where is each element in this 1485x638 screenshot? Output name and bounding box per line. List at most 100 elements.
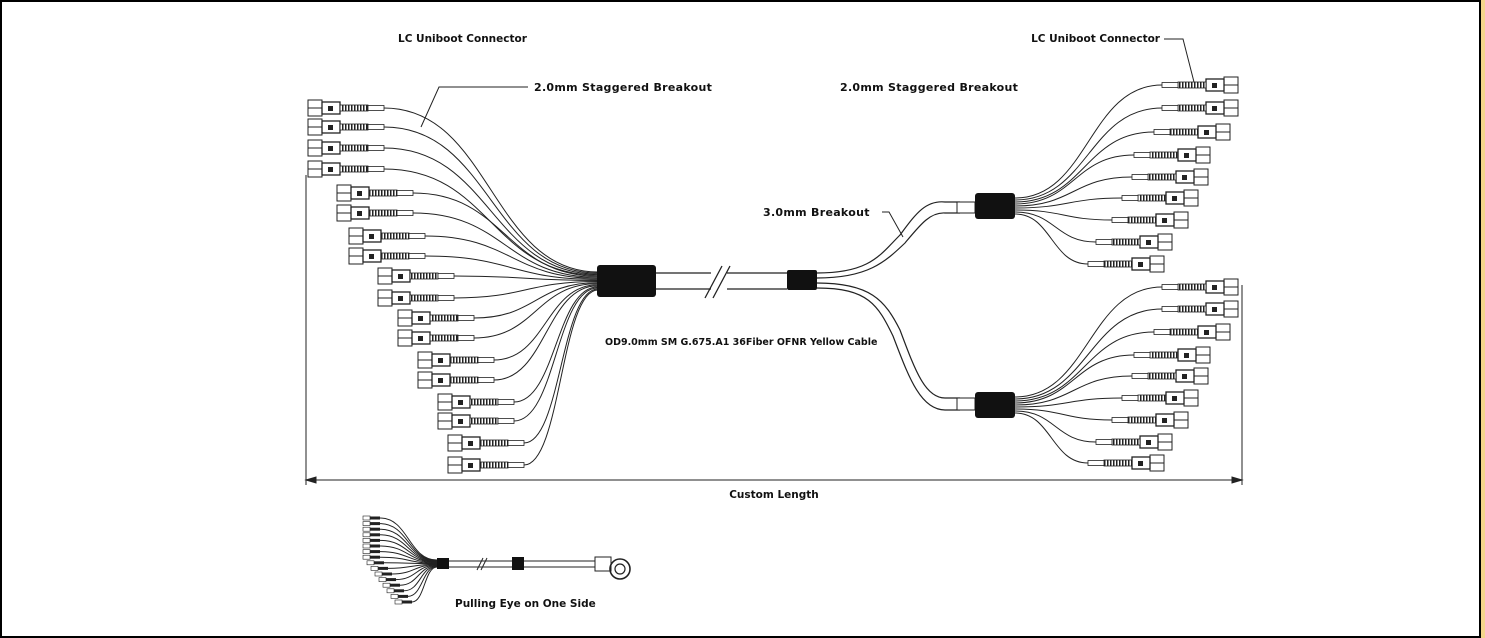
lc-uniboot-connector: [307, 160, 385, 178]
lc-uniboot-connector: [1121, 389, 1199, 407]
fiber-strand: [1014, 408, 1113, 421]
lc-uniboot-connector: [307, 139, 385, 157]
mini-connector: [366, 560, 375, 566]
fiber-strand: [411, 566, 438, 603]
fiber-strand: [1014, 375, 1133, 406]
mini-connector-boot: [370, 538, 380, 542]
fiber-strand: [383, 126, 599, 274]
fiber-strand: [1014, 213, 1089, 265]
label-staggered-breakout-right: 2.0mm Staggered Breakout: [840, 81, 1018, 94]
fiber-strand: [1014, 397, 1123, 408]
left-furcation-body: [597, 265, 656, 297]
fiber-strand: [453, 281, 599, 299]
lc-uniboot-connector: [336, 204, 414, 222]
lc-uniboot-connector: [1131, 168, 1209, 186]
mini-connector-boot: [370, 544, 380, 548]
mini-connector: [382, 582, 391, 588]
lc-uniboot-connector: [1153, 123, 1231, 141]
lc-uniboot-connector: [1111, 411, 1189, 429]
right-fiber-fanout: [1014, 76, 1239, 472]
lc-uniboot-connector: [397, 329, 475, 347]
pulling-eye-ring: [609, 558, 631, 580]
fiber-strand: [473, 283, 599, 339]
lc-uniboot-connector: [437, 393, 515, 411]
mini-connector-boot: [370, 516, 380, 520]
label-pulling-eye: Pulling Eye on One Side: [455, 598, 596, 610]
mini-connector: [386, 588, 395, 594]
mini-connector-boot: [370, 555, 380, 559]
mini-connector-boot: [374, 561, 384, 565]
cable-break-mark: [704, 265, 731, 299]
custom-length-dimension: [304, 175, 1244, 485]
label-custom-length: Custom Length: [729, 489, 819, 501]
mini-connector-boot: [370, 527, 380, 531]
mini-connector-boot: [386, 578, 396, 582]
fiber-strand: [513, 286, 599, 403]
fiber-strand: [1014, 84, 1163, 199]
mini-connector: [362, 532, 371, 538]
fiber-strand: [493, 284, 599, 361]
fiber-strand: [1014, 286, 1163, 398]
lc-uniboot-connector: [1133, 346, 1211, 364]
lc-uniboot-connector: [1161, 300, 1239, 318]
mini-connector: [362, 543, 371, 549]
fiber-strand: [391, 564, 438, 575]
fiber-strand: [383, 107, 599, 273]
mini-connector-boot: [394, 589, 404, 593]
fiber-strand: [383, 147, 599, 275]
left-fiber-fanout: [307, 99, 599, 474]
label-lc-uniboot-right: LC Uniboot Connector: [1031, 33, 1161, 45]
lc-uniboot-connector: [1095, 433, 1173, 451]
lc-uniboot-connector: [377, 289, 455, 307]
right-lower-furcation-body: [975, 392, 1015, 418]
mini-connector: [394, 599, 403, 605]
fiber-strand: [1014, 410, 1097, 443]
lc-uniboot-connector: [1087, 454, 1165, 472]
fiber-strand: [1014, 211, 1097, 243]
mini-connector: [362, 549, 371, 554]
fiber-strand: [523, 288, 599, 444]
leader-lines: [420, 38, 1195, 238]
fiber-strand: [1014, 197, 1123, 209]
lc-uniboot-connector: [1131, 367, 1209, 385]
thumbnail-furcation: [437, 558, 449, 569]
lc-uniboot-connector: [377, 267, 455, 285]
mini-connector: [362, 515, 371, 521]
label-lc-uniboot-left: LC Uniboot Connector: [398, 33, 528, 45]
fiber-strand: [412, 192, 599, 277]
fiber-strand: [379, 556, 438, 564]
mini-connector: [390, 594, 399, 599]
mini-connector-boot: [398, 594, 408, 598]
lc-uniboot-connector: [307, 118, 385, 136]
lc-uniboot-connector: [348, 227, 426, 245]
mini-connector-boot: [382, 572, 392, 576]
mini-connector: [362, 526, 371, 532]
pulling-eye-thumbnail: [362, 515, 631, 605]
fiber-strand: [1014, 209, 1113, 221]
cable-split-body: [787, 270, 817, 290]
mini-connector: [378, 577, 387, 582]
mini-connector: [362, 554, 371, 560]
lc-uniboot-connector: [447, 456, 525, 474]
mini-connector: [374, 571, 383, 577]
lc-uniboot-connector: [1161, 99, 1239, 117]
mini-connector: [362, 538, 371, 543]
fiber-strand: [379, 523, 438, 561]
fiber-strand: [473, 282, 599, 319]
lc-uniboot-connector: [307, 99, 385, 117]
right-upper-furcation-body: [975, 193, 1015, 219]
fiber-strand: [387, 563, 438, 569]
mini-connector-boot: [378, 566, 388, 570]
fiber-strand: [1014, 331, 1155, 402]
mini-connector-boot: [370, 522, 380, 526]
fiber-strand: [424, 235, 599, 279]
fiber-strand: [412, 212, 599, 278]
fiber-strand: [379, 528, 438, 562]
fiber-strand: [424, 255, 599, 280]
lc-uniboot-connector: [437, 412, 515, 430]
lc-uniboot-connector: [1161, 76, 1239, 94]
lc-uniboot-connector: [1133, 146, 1211, 164]
mini-connector-boot: [402, 600, 412, 604]
mini-connector-boot: [390, 583, 400, 587]
